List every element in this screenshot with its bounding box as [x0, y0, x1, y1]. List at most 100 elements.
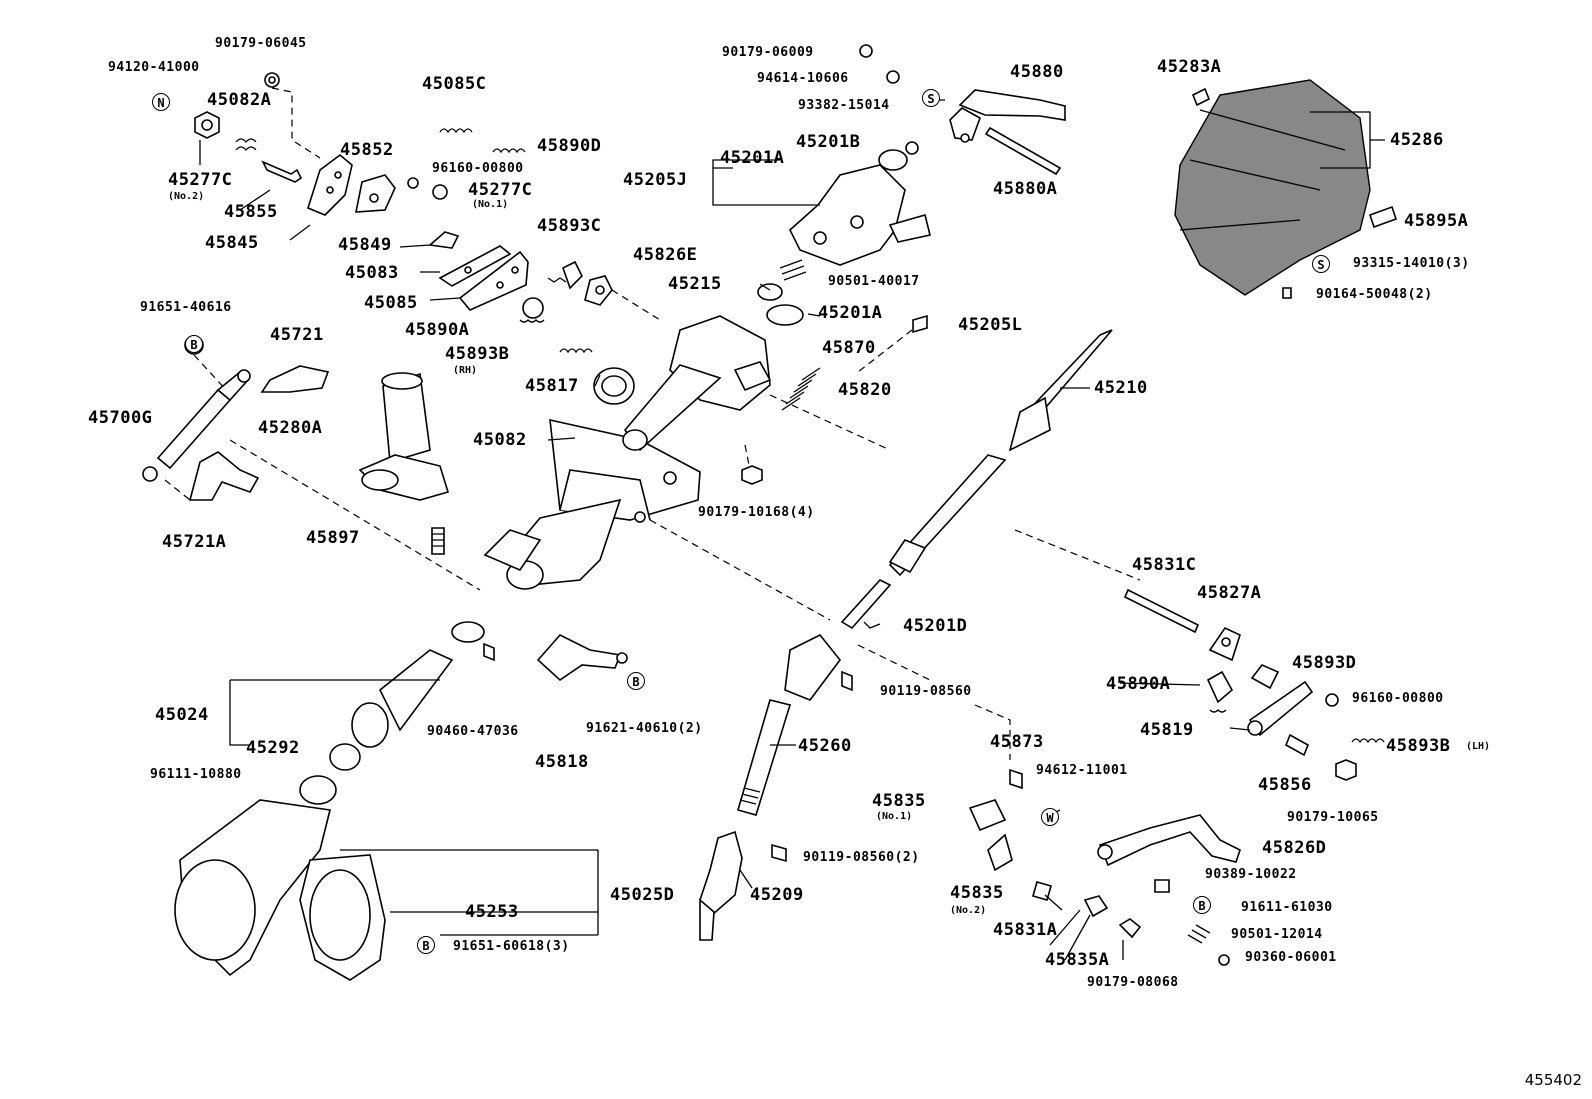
label-90119-08560-a: 90119-08560 — [880, 684, 972, 699]
note-lh: (LH) — [1466, 741, 1491, 752]
label-90460-47036: 90460-47036 — [427, 724, 519, 739]
label-45835-no1: 45835 — [872, 791, 926, 811]
bracket-45845-part — [307, 153, 353, 216]
label-90360-06001: 90360-06001 — [1245, 950, 1337, 965]
label-45260: 45260 — [798, 736, 852, 756]
figure-number: 455402 — [1524, 1071, 1582, 1089]
plate-45819-part — [1247, 680, 1314, 737]
clip-45277c-no1-part — [432, 184, 448, 200]
nut-90179-10065-part — [1335, 759, 1357, 781]
label-90179-06045: 90179-06045 — [215, 36, 307, 51]
clamp-90460-part — [451, 621, 495, 662]
label-45253: 45253 — [465, 902, 519, 922]
ring-45817-part — [593, 367, 635, 405]
pad-45835-no2-part — [987, 833, 1013, 872]
clip-45201d-part — [863, 621, 881, 629]
symbol-s-1: S — [922, 89, 940, 107]
spring-45893c-part — [547, 260, 583, 290]
bracket-45893d-part — [1250, 664, 1280, 690]
label-45721: 45721 — [270, 325, 324, 345]
label-45826e: 45826E — [633, 245, 698, 265]
bracket-45721-part — [260, 365, 330, 393]
label-94614-10606: 94614-10606 — [757, 71, 849, 86]
label-45890d: 45890D — [537, 136, 602, 156]
label-45205j: 45205J — [623, 170, 688, 190]
nut-90179-06009-part — [859, 44, 873, 58]
spring-90501-12014-part — [1187, 924, 1211, 944]
label-45845: 45845 — [205, 233, 259, 253]
label-93315-14010: 93315-14010(3) — [1353, 256, 1470, 271]
label-90389-10022: 90389-10022 — [1205, 867, 1297, 882]
label-94612-11001: 94612-11001 — [1036, 763, 1128, 778]
label-45873: 45873 — [990, 732, 1044, 752]
pad-45835-no1-part — [968, 799, 1007, 832]
washer-96160-b-part — [1325, 693, 1339, 707]
label-90179-10168: 90179-10168(4) — [698, 505, 815, 520]
label-45201d: 45201D — [903, 616, 968, 636]
label-45890a-b: 45890A — [1106, 674, 1171, 694]
label-45870: 45870 — [822, 338, 876, 358]
label-45024: 45024 — [155, 705, 209, 725]
label-45895a: 45895A — [1404, 211, 1469, 231]
lever-45880-part — [949, 89, 1066, 143]
label-45835-no2: 45835 — [950, 883, 1004, 903]
label-45826d: 45826D — [1262, 838, 1327, 858]
label-45205l: 45205L — [958, 315, 1023, 335]
spring-45893b-rh-part — [559, 348, 593, 354]
rod-45880a-part — [984, 126, 1062, 176]
spring-45890d-part — [492, 148, 526, 154]
label-91651-60618: 91651-60618(3) — [453, 939, 570, 954]
label-45880: 45880 — [1010, 62, 1064, 82]
label-96160-00800-b: 96160-00800 — [1352, 691, 1444, 706]
label-90179-10065: 90179-10065 — [1287, 810, 1379, 825]
label-45893b-lh: 45893B — [1386, 736, 1451, 756]
label-45201b: 45201B — [796, 132, 861, 152]
label-45210: 45210 — [1094, 378, 1148, 398]
bolt-90119-a-part — [841, 670, 853, 692]
label-45085: 45085 — [364, 293, 418, 313]
label-94120-41000: 94120-41000 — [108, 60, 200, 75]
seal-45292-part — [351, 649, 454, 748]
plate-45852-part — [355, 174, 396, 213]
nut-90179-10168-part — [741, 465, 763, 485]
label-45700g: 45700G — [88, 408, 153, 428]
label-45280a: 45280A — [258, 418, 323, 438]
lever-45849-part — [428, 231, 460, 249]
label-45827a: 45827A — [1197, 583, 1262, 603]
shaft-45210-part — [840, 329, 1113, 630]
label-45820: 45820 — [838, 380, 892, 400]
label-45277c-no2: 45277C — [168, 170, 233, 190]
label-45819: 45819 — [1140, 720, 1194, 740]
bolt-45205l-part — [912, 314, 928, 334]
washer-94614-part — [886, 70, 900, 84]
note-no2-b: (No.2) — [950, 905, 987, 916]
housing-45870-part — [622, 315, 772, 452]
spring-90501-40017-part — [779, 259, 807, 281]
label-90501-12014: 90501-12014 — [1231, 927, 1323, 942]
bolt-45082a-part — [194, 111, 220, 139]
spring-45893b-lh-part — [1351, 738, 1385, 744]
spring-45085c-part — [439, 128, 473, 134]
label-45890a-a: 45890A — [405, 320, 470, 340]
label-90119-08560-b: 90119-08560(2) — [803, 850, 920, 865]
bushing-45201a-part — [766, 304, 804, 326]
cover-45286-part — [1174, 79, 1371, 296]
label-45283a: 45283A — [1157, 57, 1222, 77]
symbol-n: N — [152, 93, 170, 111]
head-45201a-part — [789, 149, 931, 266]
bracket-45818-part — [536, 634, 622, 682]
washer-90360-part — [1218, 954, 1230, 966]
cam-45890a-part — [519, 297, 545, 323]
pad-45895a-part — [1368, 205, 1398, 229]
note-no1-b: (No.1) — [876, 811, 913, 822]
label-90501-40017: 90501-40017 — [828, 274, 920, 289]
label-45215: 45215 — [668, 274, 722, 294]
bolt-45855-part — [261, 160, 303, 183]
nut-90179-06045-part — [264, 72, 280, 88]
label-91611-61030: 91611-61030 — [1241, 900, 1333, 915]
label-45818: 45818 — [535, 752, 589, 772]
label-45083: 45083 — [345, 263, 399, 283]
label-45292: 45292 — [246, 738, 300, 758]
label-90179-08068: 90179-08068 — [1087, 975, 1179, 990]
